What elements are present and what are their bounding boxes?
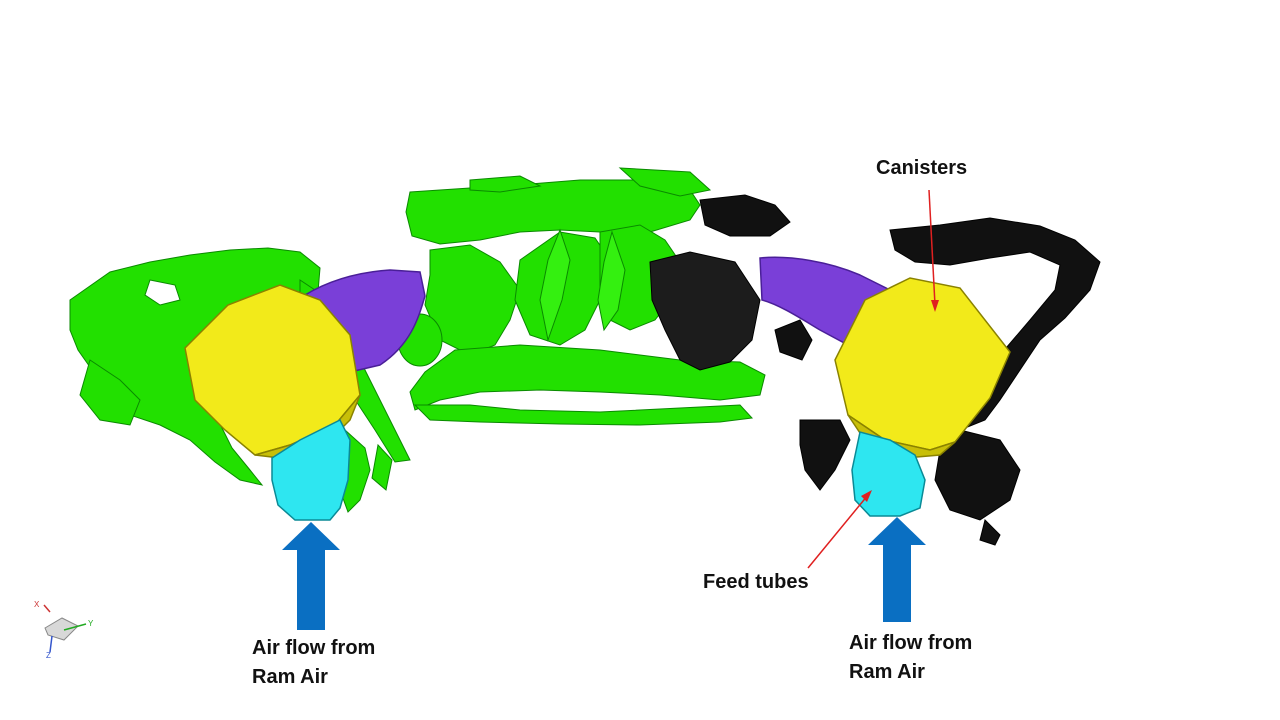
label-air-flow-right: Air flow from Ram Air <box>849 629 972 687</box>
airflow-arrows <box>282 517 926 630</box>
axis-x-label: X <box>34 600 40 609</box>
feed-tube-left <box>271 418 351 521</box>
label-air-flow-left-line1: Air flow from <box>252 637 376 659</box>
label-air-flow-right-line1: Air flow from <box>849 632 973 654</box>
label-air-flow-left-line2: Ram Air <box>252 666 328 688</box>
airflow-arrow-left <box>282 522 340 630</box>
axis-y-label: Y <box>88 619 94 628</box>
axis-triad: X Y Z <box>34 600 94 660</box>
axis-z-label: Z <box>46 651 51 660</box>
canisters <box>184 277 1011 459</box>
label-air-flow-right-line2: Ram Air <box>849 661 925 683</box>
label-feed-tubes: Feed tubes <box>703 571 809 593</box>
feed-tube-right <box>851 431 926 517</box>
callout-canisters <box>928 189 936 306</box>
center-scan-cluster <box>397 167 766 426</box>
callout-lines <box>807 189 939 569</box>
feed-tubes <box>271 418 926 521</box>
label-canisters: Canisters <box>876 157 968 179</box>
callout-feed-tubes <box>807 494 869 569</box>
label-air-flow-left: Air flow from Ram Air <box>252 634 375 692</box>
airflow-arrow-right <box>868 517 926 622</box>
